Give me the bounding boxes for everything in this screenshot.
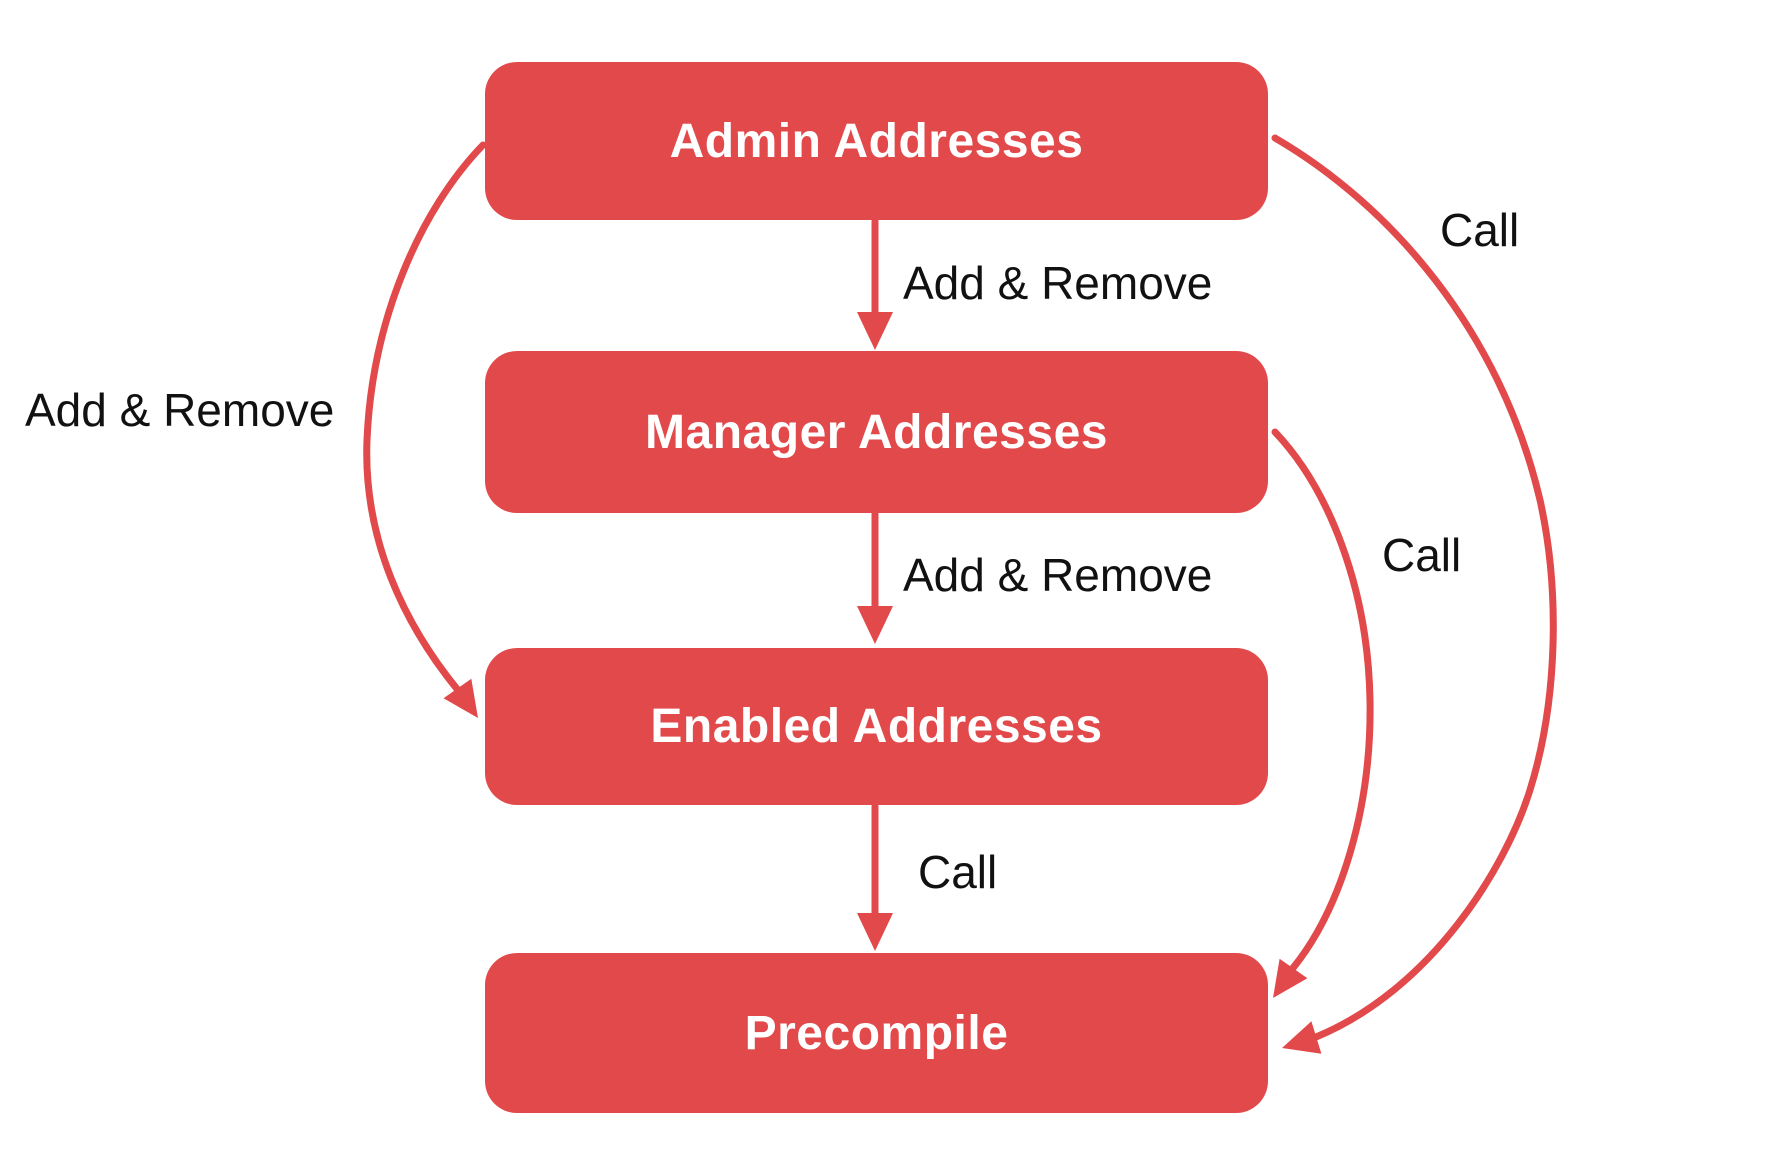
arrow-admin-to-enabled <box>363 141 487 718</box>
node-admin-addresses: Admin Addresses <box>485 62 1268 220</box>
arrow-manager-to-precompile <box>1271 428 1374 998</box>
arrow-enabled-to-precompile <box>857 802 893 951</box>
arrow-admin-to-precompile <box>1271 134 1557 1054</box>
node-enabled-addresses: Enabled Addresses <box>485 648 1268 805</box>
edge-label-enabled-precompile: Call <box>918 846 998 898</box>
edge-label-admin-enabled: Add & Remove <box>25 384 335 436</box>
edge-label-manager-precompile: Call <box>1382 529 1462 581</box>
arrow-manager-to-enabled <box>857 510 893 644</box>
arrow-admin-to-manager <box>857 217 893 350</box>
edge-label-admin-precompile: Call <box>1440 204 1520 256</box>
edge-label-manager-enabled: Add & Remove <box>903 549 1213 601</box>
node-precompile: Precompile <box>485 953 1268 1113</box>
edge-label-admin-manager: Add & Remove <box>903 257 1213 309</box>
node-manager-addresses: Manager Addresses <box>485 351 1268 513</box>
